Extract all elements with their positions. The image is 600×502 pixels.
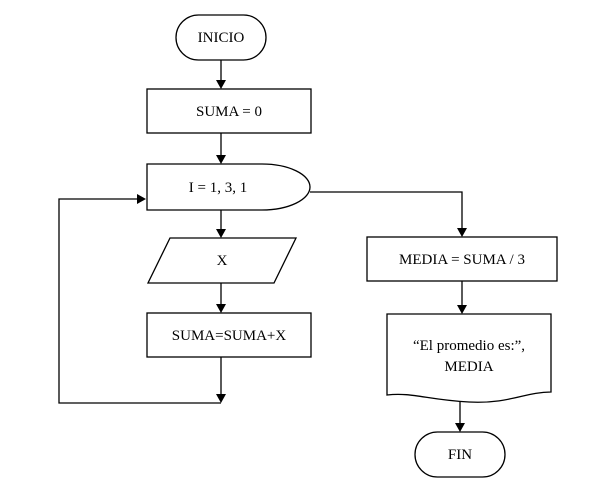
output-label-line2: MEDIA xyxy=(444,359,493,375)
connector-init-to-loop xyxy=(216,133,226,164)
connector-loop-to-input xyxy=(216,210,226,238)
input-label: X xyxy=(217,253,228,269)
loop-exit-connector xyxy=(310,191,467,237)
connector-start-to-init xyxy=(216,60,226,89)
loop-label: I = 1, 3, 1 xyxy=(189,180,247,196)
connector-compute-to-output xyxy=(457,281,467,314)
output-label-line1: “El promedio es:”, xyxy=(413,338,525,354)
start-node: INICIO xyxy=(175,14,267,61)
end-label: FIN xyxy=(448,447,472,463)
end-node: FIN xyxy=(414,431,506,478)
start-label: INICIO xyxy=(198,30,245,46)
connector-input-to-accumulate xyxy=(216,283,226,313)
init-sum-label: SUMA = 0 xyxy=(196,104,262,120)
accumulate-label: SUMA=SUMA+X xyxy=(172,328,287,344)
loop-back-connector xyxy=(58,194,221,404)
connector-output-to-end xyxy=(455,402,465,432)
accumulate-node: SUMA=SUMA+X xyxy=(146,312,312,358)
init-sum-node: SUMA = 0 xyxy=(146,88,312,134)
compute-average-label: MEDIA = SUMA / 3 xyxy=(399,252,525,268)
loop-node: I = 1, 3, 1 xyxy=(146,163,311,211)
compute-average-node: MEDIA = SUMA / 3 xyxy=(366,236,558,282)
connector-accumulate-down xyxy=(216,357,226,403)
output-node: “El promedio es:”, MEDIA xyxy=(386,313,552,403)
input-node: X xyxy=(146,237,298,284)
